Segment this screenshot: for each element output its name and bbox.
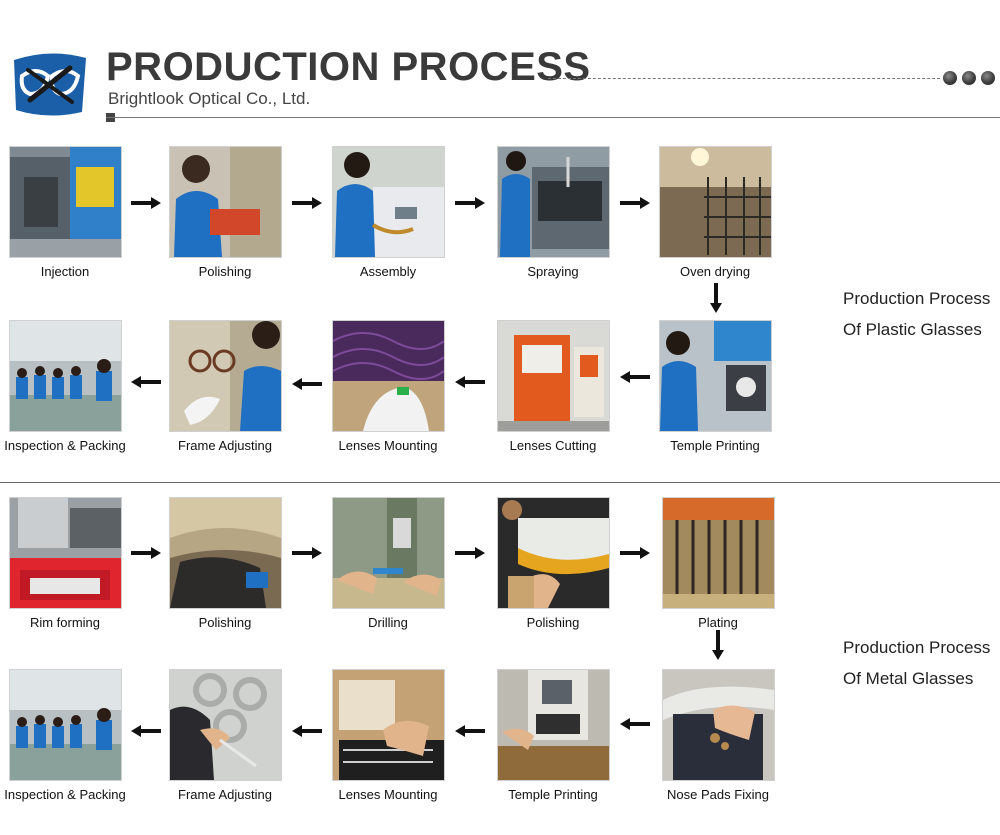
- step-caption: Assembly: [359, 264, 417, 279]
- step-spraying: Spraying: [473, 146, 633, 279]
- header-dot-2: [962, 71, 976, 85]
- company-name: Brightlook Optical Co., Ltd.: [108, 89, 311, 108]
- inspection-packing-photo: [8, 320, 122, 432]
- temple-printing-photo: [658, 320, 772, 432]
- left-arrow: [292, 725, 322, 737]
- inspection-packing-metal-photo: [8, 669, 122, 781]
- spraying-photo: [496, 146, 610, 258]
- step-drilling: Drilling: [308, 497, 468, 630]
- lenses-cutting-photo: [496, 320, 610, 432]
- step-frame-adjusting: Frame Adjusting: [145, 320, 305, 453]
- temple-printing-metal-photo: [496, 669, 610, 781]
- step-caption: Polishing: [198, 264, 252, 279]
- right-arrow: [620, 197, 650, 209]
- plastic-label-line2: Of Plastic Glasses: [843, 320, 982, 339]
- polishing-metal-photo: [168, 497, 282, 609]
- step-rim-forming: Rim forming: [0, 497, 145, 630]
- step-polishing-metal-2: Polishing: [473, 497, 633, 630]
- step-caption: Spraying: [527, 264, 579, 279]
- step-caption: Lenses Mounting: [338, 438, 438, 453]
- step-temple-printing: Temple Printing: [635, 320, 795, 453]
- left-arrow: [620, 718, 650, 730]
- step-lenses-mounting-metal: Lenses Mounting: [308, 669, 468, 802]
- company-logo: [10, 50, 90, 118]
- frame-adjusting-photo: [168, 320, 282, 432]
- polishing-metal-2-photo: [496, 497, 610, 609]
- section-divider: [0, 482, 1000, 483]
- step-caption: Nose Pads Fixing: [667, 787, 769, 802]
- down-arrow: [712, 630, 724, 660]
- step-caption: Drilling: [368, 615, 408, 630]
- left-arrow: [455, 376, 485, 388]
- lenses-mounting-photo: [331, 320, 445, 432]
- step-temple-printing-metal: Temple Printing: [473, 669, 633, 802]
- header-rule: [106, 117, 1000, 118]
- right-arrow: [131, 197, 161, 209]
- step-lenses-cutting: Lenses Cutting: [473, 320, 633, 453]
- step-caption: Inspection & Packing: [4, 787, 126, 802]
- step-polishing: Polishing: [145, 146, 305, 279]
- plastic-label-line1: Production Process: [843, 289, 991, 308]
- rim-forming-photo: [8, 497, 122, 609]
- page-title: PRODUCTION PROCESS: [106, 45, 591, 89]
- left-arrow: [620, 371, 650, 383]
- step-assembly: Assembly: [308, 146, 468, 279]
- step-caption: Polishing: [526, 615, 580, 630]
- step-caption: Frame Adjusting: [178, 787, 272, 802]
- step-caption: Temple Printing: [670, 438, 760, 453]
- left-arrow: [455, 725, 485, 737]
- left-arrow: [131, 376, 161, 388]
- header-dashed-line: [548, 78, 940, 79]
- left-arrow: [131, 725, 161, 737]
- plastic-process-label: Production Process Of Plastic Glasses: [843, 283, 990, 345]
- metal-label-line1: Production Process: [843, 638, 991, 657]
- polishing-photo: [168, 146, 282, 258]
- step-caption: Polishing: [198, 615, 252, 630]
- right-arrow: [620, 547, 650, 559]
- step-caption: Temple Printing: [508, 787, 598, 802]
- injection-photo: [8, 146, 122, 258]
- header-dot-1: [943, 71, 957, 85]
- step-lenses-mounting: Lenses Mounting: [308, 320, 468, 453]
- step-caption: Injection: [40, 264, 90, 279]
- step-caption: Lenses Cutting: [509, 438, 597, 453]
- nose-pads-fixing-photo: [661, 669, 775, 781]
- step-nose-pads-fixing: Nose Pads Fixing: [638, 669, 798, 802]
- step-caption: Inspection & Packing: [4, 438, 126, 453]
- assembly-photo: [331, 146, 445, 258]
- plating-photo: [661, 497, 775, 609]
- step-plating: Plating: [638, 497, 798, 630]
- step-caption: Rim forming: [29, 615, 101, 630]
- step-oven-drying: Oven drying: [635, 146, 795, 279]
- right-arrow: [292, 547, 322, 559]
- step-polishing-metal: Polishing: [145, 497, 305, 630]
- frame-adjusting-metal-photo: [168, 669, 282, 781]
- metal-process-label: Production Process Of Metal Glasses: [843, 632, 990, 694]
- header-dot-3: [981, 71, 995, 85]
- step-caption: Lenses Mounting: [338, 787, 438, 802]
- step-caption: Oven drying: [679, 264, 751, 279]
- step-inspection-packing-metal: Inspection & Packing: [0, 669, 145, 802]
- lenses-mounting-metal-photo: [331, 669, 445, 781]
- down-arrow: [710, 283, 722, 313]
- right-arrow: [131, 547, 161, 559]
- right-arrow: [292, 197, 322, 209]
- left-arrow: [292, 378, 322, 390]
- step-caption: Frame Adjusting: [178, 438, 272, 453]
- step-frame-adjusting-metal: Frame Adjusting: [145, 669, 305, 802]
- step-injection: Injection: [0, 146, 145, 279]
- metal-label-line2: Of Metal Glasses: [843, 669, 974, 688]
- right-arrow: [455, 197, 485, 209]
- drilling-photo: [331, 497, 445, 609]
- right-arrow: [455, 547, 485, 559]
- oven-drying-photo: [658, 146, 772, 258]
- step-caption: Plating: [698, 615, 738, 630]
- step-inspection-packing: Inspection & Packing: [0, 320, 145, 453]
